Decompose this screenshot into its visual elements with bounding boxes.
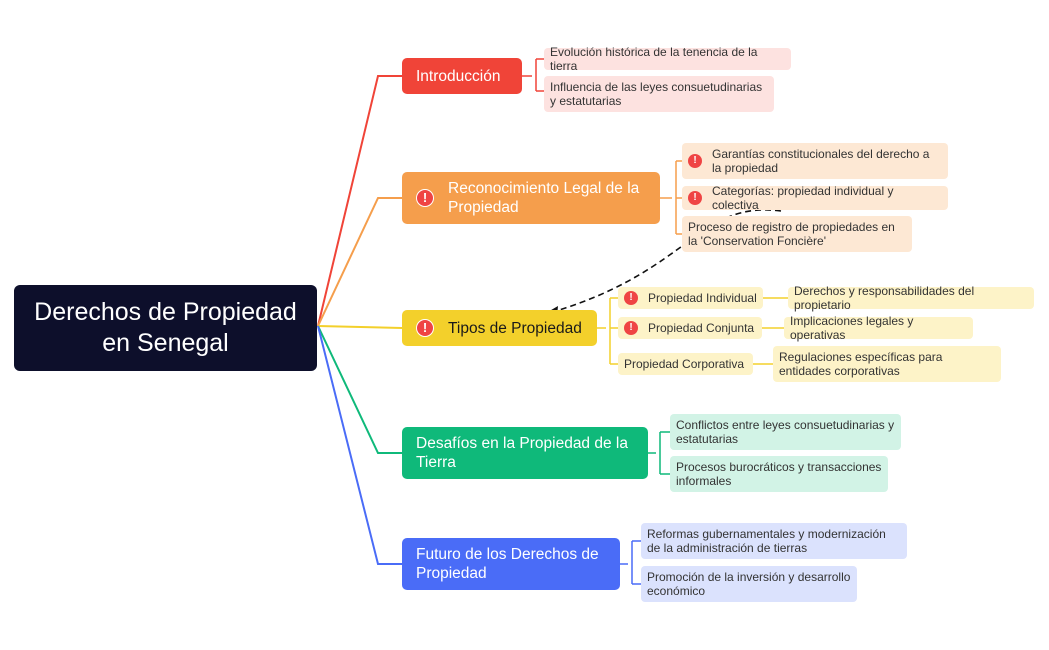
branch-introduccion-label: Introducción [416,67,501,85]
branch-tipos-label: Tipos de Propiedad [448,319,582,337]
leaf-tipos-individual-detail[interactable]: Derechos y responsabilidades del propiet… [788,284,1034,312]
branch-tipos[interactable]: ! Tipos de Propiedad [402,310,597,346]
connector-root-introduccion [317,75,402,327]
connector-root-reconocimiento [317,197,402,327]
alert-icon: ! [624,291,638,305]
alert-icon: ! [624,321,638,335]
leaf-intro-2[interactable]: Influencia de las leyes consuetudinarias… [544,76,774,112]
connector-reconocimiento-children [660,160,682,235]
leaf-tipos-conjunta-detail[interactable]: Implicaciones legales y operativas [784,314,973,342]
leaf-reconocimiento-1[interactable]: ! Garantías constitucionales del derecho… [682,143,948,179]
connector-desafios-children [648,431,670,475]
leaf-desafios-2[interactable]: Procesos burocráticos y transacciones in… [670,456,888,492]
connector-intro-children [522,58,544,92]
leaf-reconocimiento-3[interactable]: Proceso de registro de propiedades en la… [682,216,912,252]
branch-futuro[interactable]: Futuro de los Derechos de Propiedad [402,538,620,590]
connector-root-futuro [317,325,402,565]
connector-root-desafios [317,325,402,454]
branch-reconocimiento-label: Reconocimiento Legal de la Propiedad [448,180,640,216]
leaf-tipos-corporativa-detail[interactable]: Regulaciones específicas para entidades … [773,346,1001,382]
leaf-intro-1[interactable]: Evolución histórica de la tenencia de la… [544,45,791,73]
branch-desafios[interactable]: Desafíos en la Propiedad de la Tierra [402,427,648,479]
leaf-reconocimiento-2[interactable]: ! Categorías: propiedad individual y col… [682,184,948,212]
branch-desafios-label: Desafíos en la Propiedad de la Tierra [416,435,628,471]
root-topic[interactable]: Derechos de Propiedad en Senegal [14,285,317,371]
leaf-tipos-individual[interactable]: ! Propiedad Individual [618,287,763,309]
connector-futuro-children [620,540,641,585]
alert-icon: ! [416,319,434,337]
alert-icon: ! [688,191,702,205]
leaf-futuro-2[interactable]: Promoción de la inversión y desarrollo e… [641,566,857,602]
alert-icon: ! [688,154,702,168]
alert-icon: ! [416,189,434,207]
leaf-tipos-conjunta[interactable]: ! Propiedad Conjunta [618,317,762,339]
branch-introduccion[interactable]: Introducción [402,58,522,94]
branch-futuro-label: Futuro de los Derechos de Propiedad [416,546,599,582]
branch-reconocimiento[interactable]: ! Reconocimiento Legal de la Propiedad [402,172,660,224]
connector-root-tipos [317,325,403,329]
connector-tipos-children [597,297,788,365]
leaf-futuro-1[interactable]: Reformas gubernamentales y modernización… [641,523,907,559]
leaf-tipos-corporativa[interactable]: Propiedad Corporativa [618,353,753,375]
leaf-desafios-1[interactable]: Conflictos entre leyes consuetudinarias … [670,414,901,450]
